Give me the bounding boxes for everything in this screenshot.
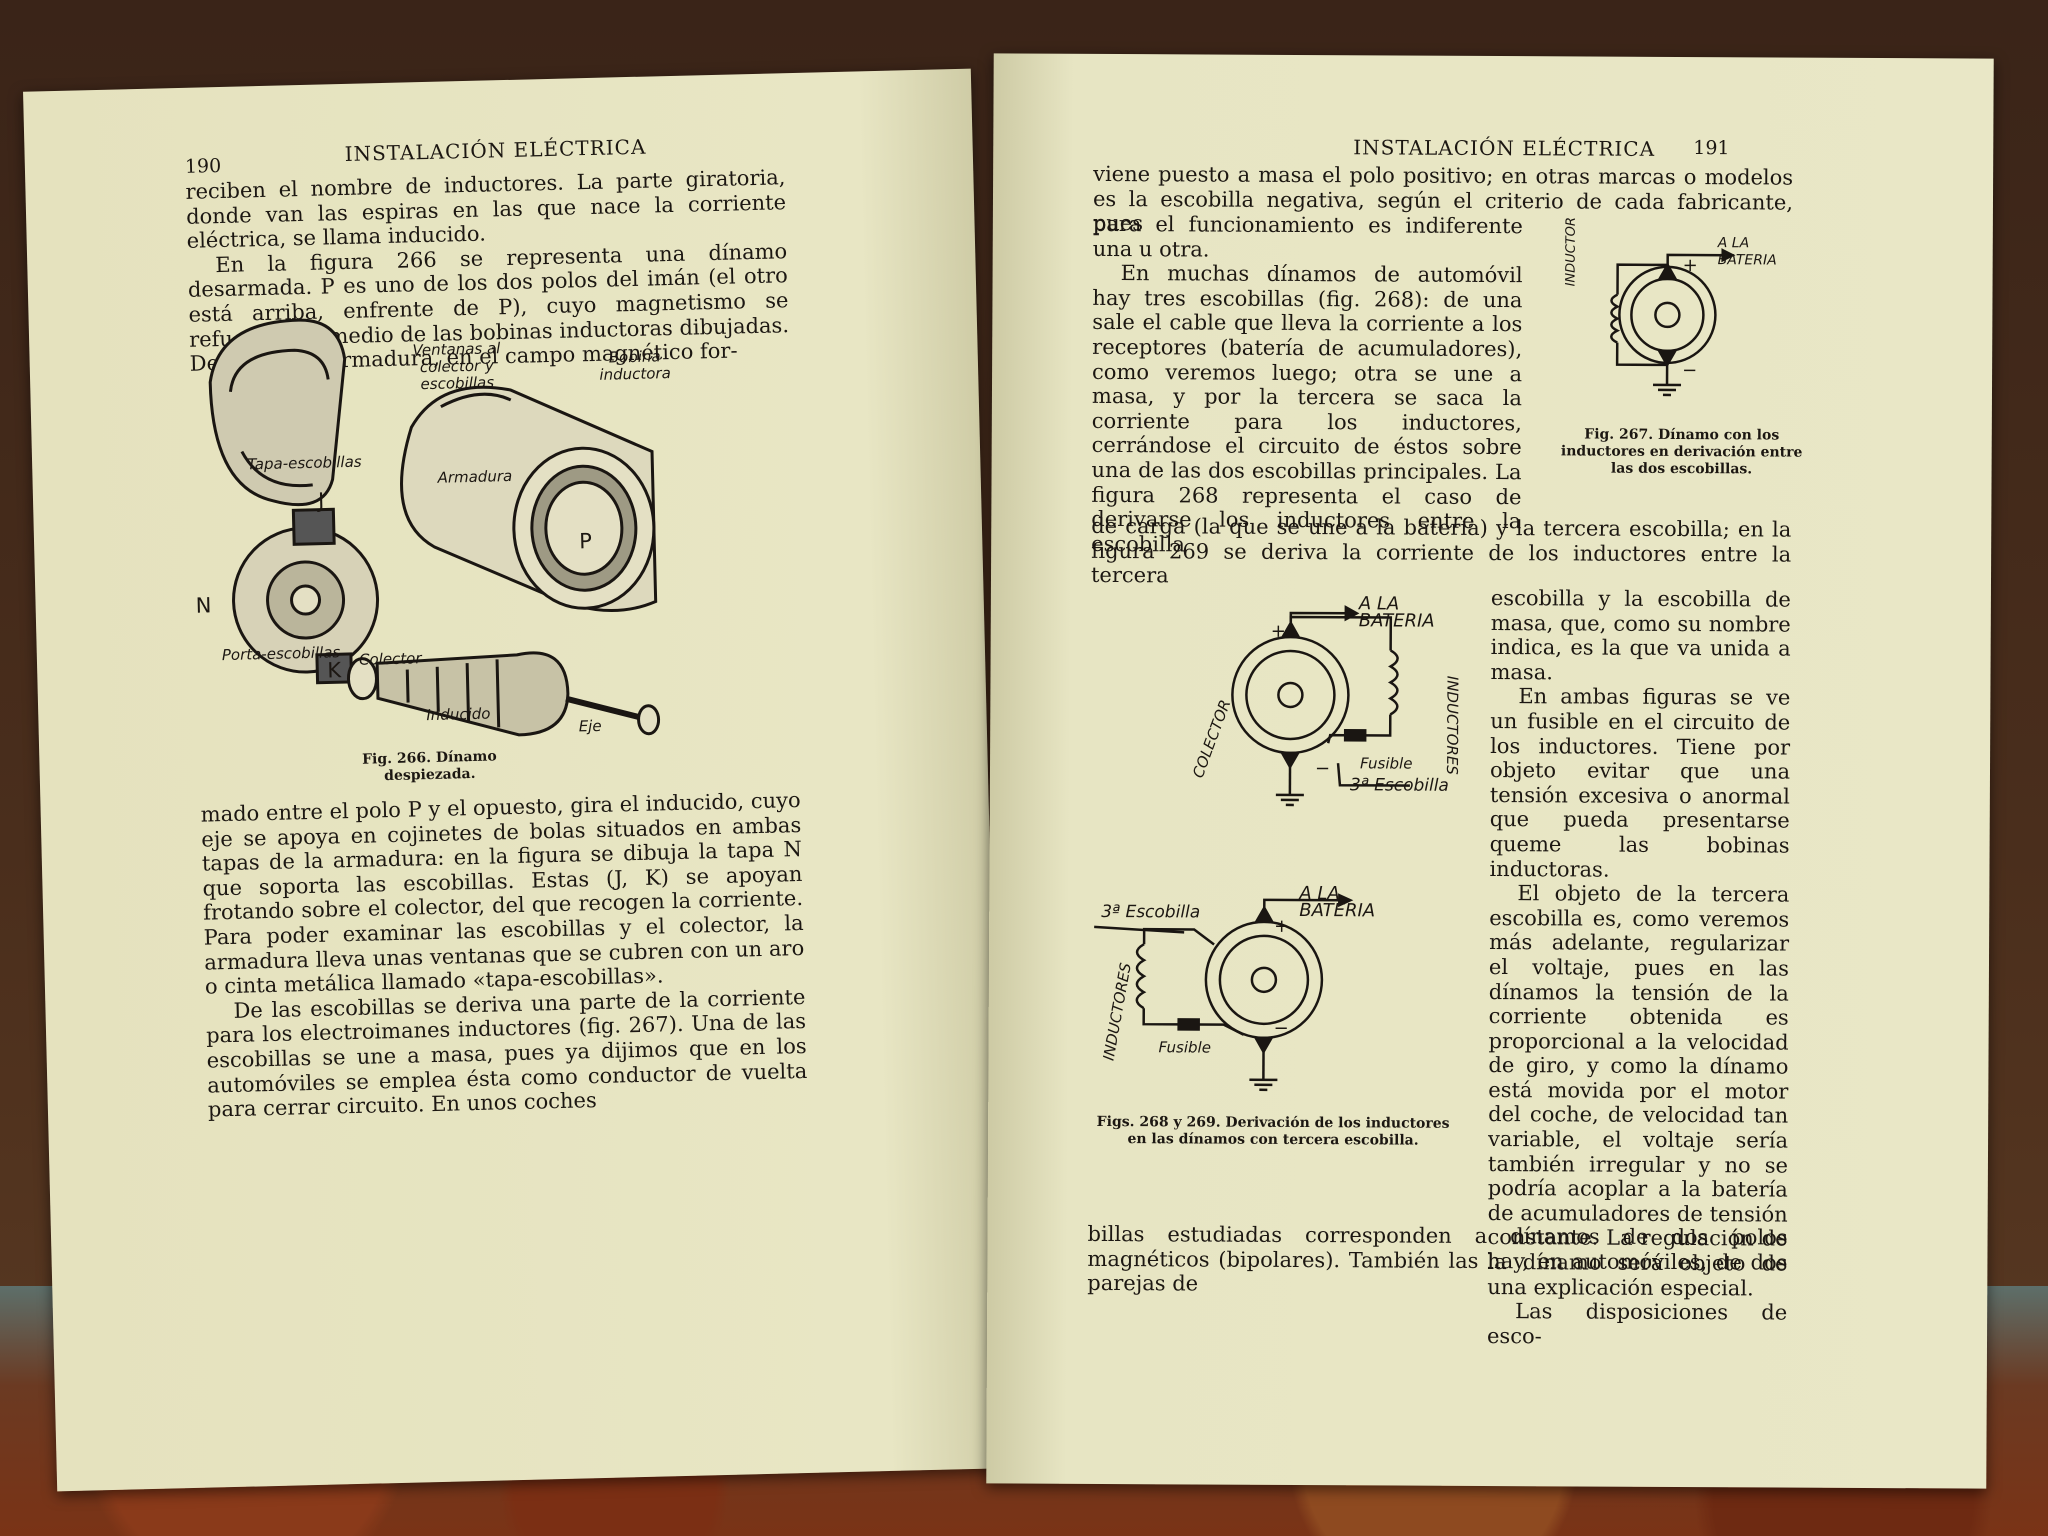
- left-text-bottom: mado entre el polo P y el opuesto, gira …: [200, 788, 808, 1122]
- label-n: N: [195, 593, 212, 618]
- figure-267-caption: Fig. 267. Dínamo con los inductores en d…: [1560, 426, 1803, 478]
- left-page-number: 190: [184, 154, 222, 178]
- paragraph: En ambas figuras se ve un fusible en el …: [1489, 684, 1791, 882]
- figure-269-diagram: [1094, 893, 1354, 1092]
- right-text-full: de carga (la que se une a la batería) y …: [1091, 514, 1791, 591]
- fig269-plus: +: [1274, 915, 1290, 937]
- fig268-minus: −: [1314, 758, 1331, 780]
- label-tapa-escobillas: Tapa-escobillas: [246, 452, 362, 474]
- paragraph: de carga (la que se une a la batería) y …: [1090, 513, 1792, 588]
- figure-267-diagram: [1610, 248, 1736, 397]
- fig269-a-la-bateria: A LA BATERIA: [1299, 883, 1376, 922]
- figure-266-illustration: [208, 318, 661, 737]
- label-eje: Eje: [578, 716, 602, 736]
- label-p: P: [578, 529, 593, 554]
- figure-266-caption: Fig. 266. Dínamo despiezada.: [361, 748, 497, 785]
- fig268-tercera-escobilla: 3ª Escobilla: [1349, 775, 1449, 796]
- paragraph: billas estudiadas corresponden a dínamos…: [1087, 1221, 1788, 1296]
- fig267-inductor-label: INDUCTOR: [1563, 217, 1579, 287]
- fig268-a-la-bateria: A LA BATERIA: [1358, 593, 1435, 632]
- label-k: K: [326, 658, 342, 683]
- fig269-tercera-escobilla: 3ª Escobilla: [1101, 901, 1201, 923]
- fig267-a-la-bateria: A LA BATERIA: [1717, 235, 1777, 269]
- label-j: J: [317, 488, 325, 513]
- label-porta-escobillas: Porta-escobillas: [221, 643, 341, 665]
- right-text-bottom: billas estudiadas corresponden a dínamos…: [1087, 1222, 1787, 1299]
- paragraph: mado entre el polo P y el opuesto, gira …: [200, 788, 805, 999]
- label-armadura: Armadura: [437, 466, 513, 487]
- paragraph: para el funcionamiento es indiferente un…: [1092, 211, 1523, 262]
- label-colector: Colector: [358, 649, 422, 669]
- right-page: INSTALACIÓN ELÉCTRICA 191 viene puesto a…: [986, 53, 1994, 1489]
- label-bobina: Bobina inductora: [599, 347, 672, 384]
- label-inducido: Inducido: [426, 704, 491, 725]
- right-text-col1: para el funcionamiento es indiferente un…: [1091, 212, 1523, 559]
- fig267-plus: +: [1682, 255, 1698, 277]
- right-running-head: INSTALACIÓN ELÉCTRICA: [1353, 135, 1656, 161]
- paragraph: De las escobillas se deriva una parte de…: [205, 984, 808, 1122]
- figure-268-diagram: [1231, 605, 1410, 807]
- left-page: 190 INSTALACIÓN ELÉCTRICA reciben el nom…: [23, 68, 1005, 1492]
- fig269-minus: −: [1273, 1017, 1289, 1039]
- right-page-number: 191: [1693, 137, 1730, 160]
- figure-269-caption: Figs. 268 y 269. Derivación de los induc…: [1096, 1113, 1450, 1149]
- paragraph: escobilla y la escobilla de masa, que, c…: [1490, 586, 1791, 685]
- fig268-plus: +: [1270, 620, 1286, 642]
- fig267-minus: −: [1682, 360, 1698, 382]
- paragraph: Las disposiciones de esco-: [1486, 1299, 1788, 1349]
- left-running-head: INSTALACIÓN ELÉCTRICA: [344, 134, 647, 166]
- fig268-fusible: Fusible: [1359, 754, 1413, 773]
- fig269-fusible: Fusible: [1158, 1038, 1212, 1057]
- fig268-inductores-label: INDUCTORES: [1442, 675, 1462, 775]
- label-ventanas: Ventanas al colector y escobillas: [412, 339, 501, 394]
